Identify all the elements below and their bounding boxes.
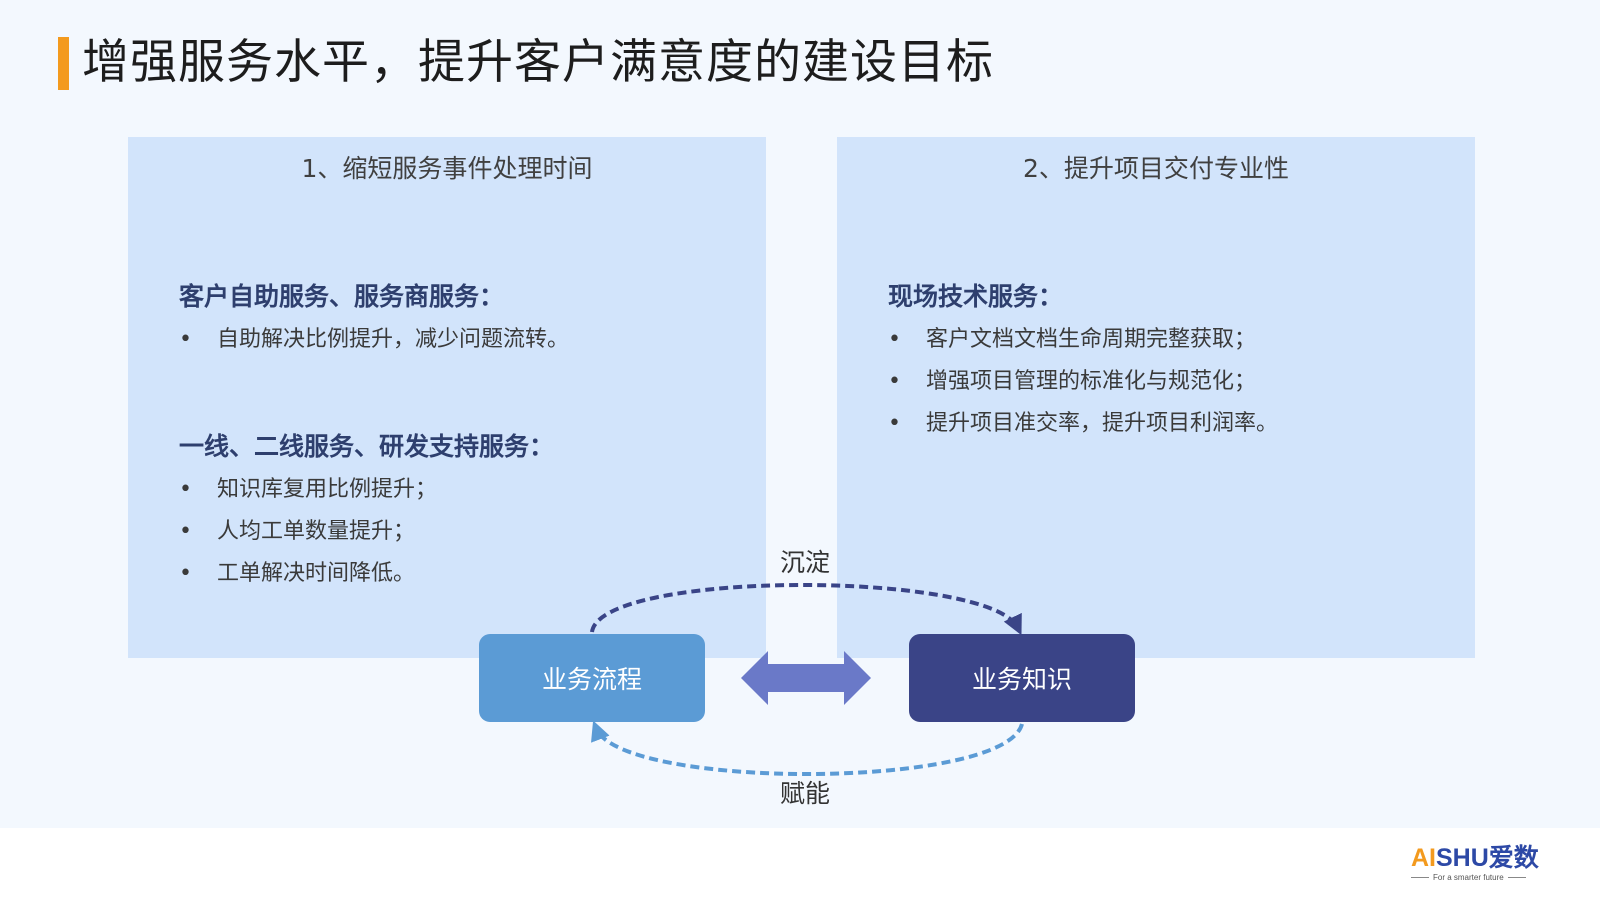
right-group-onsite: 现场技术服务： • 客户文档文档生命周期完整获取； • 增强项目管理的标准化与规… [888,279,1278,445]
list-item-text: 自助解决比例提升，减少问题流转。 [217,327,570,352]
page-title: 增强服务水平，提升客户满意度的建设目标 [82,35,994,90]
logo-text-cn: 爱数 [1488,844,1539,872]
logo-divider [1507,877,1526,878]
top-arc-arrow [590,583,1022,636]
bullet-icon: • [888,369,901,394]
top-arc-label: 沉淀 [780,548,831,577]
bullet-icon: • [888,411,901,436]
list-item-text: 人均工单数量提升； [217,519,416,544]
title-accent-bar [58,37,69,90]
list-item: • 自助解决比例提升，减少问题流转。 [179,319,569,361]
group-title: 一线、二线服务、研发支持服务： [179,432,555,461]
list-item-text: 增强项目管理的标准化与规范化； [926,369,1257,394]
list-item: • 知识库复用比例提升； [179,469,554,511]
bullet-icon: • [179,561,192,586]
left-group-support: 一线、二线服务、研发支持服务： • 知识库复用比例提升； • 人均工单数量提升；… [179,429,554,595]
bullet-icon: • [179,519,192,544]
business-knowledge-node: 业务知识 [909,634,1135,722]
list-item-text: 客户文档文档生命周期完整获取； [926,327,1257,352]
right-panel-heading: 2、提升项目交付专业性 [1023,154,1289,183]
left-panel: 1、缩短服务事件处理时间 客户自助服务、服务商服务： • 自助解决比例提升，减少… [128,137,766,658]
bullet-icon: • [179,477,192,502]
logo-text-ai: AI [1411,844,1436,872]
list-item: • 提升项目准交率，提升项目利润率。 [888,403,1278,445]
double-arrow-icon [741,651,871,705]
logo-tagline: For a smarter future [1411,873,1551,882]
right-panel: 2、提升项目交付专业性 现场技术服务： • 客户文档文档生命周期完整获取； • … [837,137,1475,658]
left-group-self-service: 客户自助服务、服务商服务： • 自助解决比例提升，减少问题流转。 [179,279,569,361]
list-item-text: 知识库复用比例提升； [217,477,438,502]
list-item-text: 工单解决时间降低。 [217,561,416,586]
logo-tagline-text: For a smarter future [1433,873,1504,882]
group-title: 现场技术服务： [888,282,1064,311]
aishu-logo: AISHU爱数 For a smarter future [1411,844,1551,886]
group-title: 客户自助服务、服务商服务： [179,282,505,311]
bottom-arc-label: 赋能 [780,779,831,808]
list-item: • 客户文档文档生命周期完整获取； [888,319,1278,361]
business-process-node: 业务流程 [479,634,705,722]
logo-text-shu: SHU [1436,844,1489,872]
list-item: • 人均工单数量提升； [179,511,554,553]
list-item: • 工单解决时间降低。 [179,553,554,595]
bullet-icon: • [179,327,192,352]
logo-wordmark: AISHU爱数 [1411,844,1551,872]
bottom-arc-arrow [591,720,1024,776]
left-panel-heading: 1、缩短服务事件处理时间 [301,154,593,183]
logo-divider [1411,877,1429,878]
list-item: • 增强项目管理的标准化与规范化； [888,361,1278,403]
list-item-text: 提升项目准交率，提升项目利润率。 [926,411,1279,436]
bullet-icon: • [888,327,901,352]
